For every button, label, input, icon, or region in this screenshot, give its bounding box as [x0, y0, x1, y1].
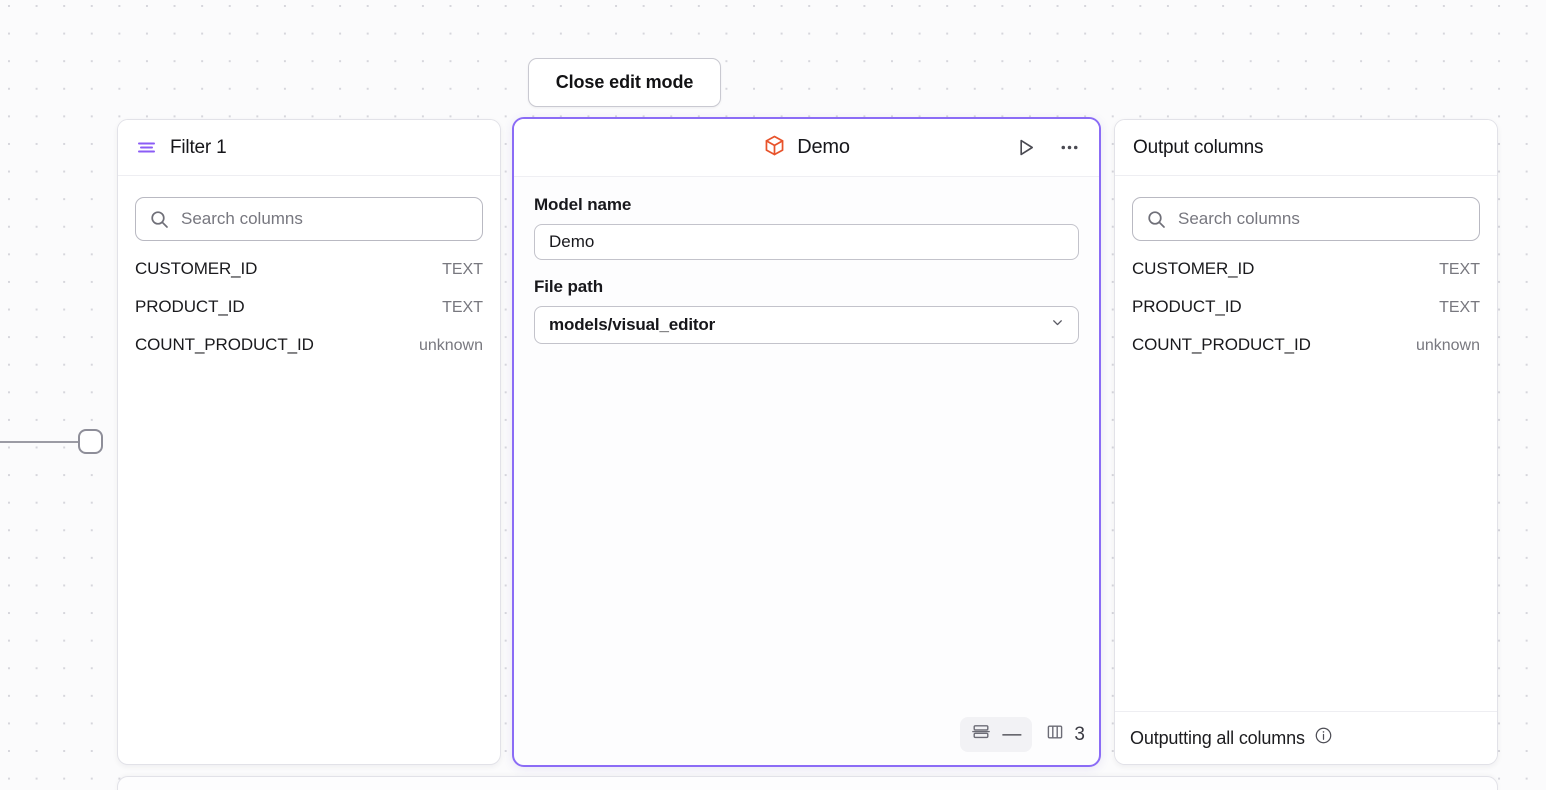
output-panel-footer: Outputting all columns: [1115, 711, 1497, 764]
output-panel-title: Output columns: [1133, 136, 1264, 158]
filter-search-input[interactable]: [181, 209, 468, 229]
filter-icon: [136, 137, 157, 158]
output-column-list: CUSTOMER_ID TEXT PRODUCT_ID TEXT COUNT_P…: [1115, 241, 1497, 373]
cube-icon: [763, 134, 786, 162]
output-columns-panel: Output columns CUSTOMER_ID TEXT PRODUCT_…: [1114, 119, 1498, 765]
model-panel: Demo Model name File path models/: [512, 117, 1101, 767]
filter-panel-title: Filter 1: [170, 136, 227, 158]
connector-handle[interactable]: [78, 429, 103, 454]
list-item[interactable]: CUSTOMER_ID TEXT: [135, 259, 483, 297]
column-type: TEXT: [1439, 299, 1480, 316]
search-icon: [150, 210, 169, 229]
chevron-down-icon: [1050, 315, 1065, 335]
column-type: TEXT: [1439, 261, 1480, 278]
column-name: CUSTOMER_ID: [135, 259, 258, 278]
file-path-value: models/visual_editor: [549, 315, 716, 334]
filter-panel: Filter 1 CUSTOMER_ID TEXT PRODUCT_ID TEX…: [117, 119, 501, 765]
output-panel-header: Output columns: [1115, 120, 1497, 176]
list-item[interactable]: PRODUCT_ID TEXT: [1132, 297, 1480, 335]
list-item[interactable]: COUNT_PRODUCT_ID unknown: [1132, 335, 1480, 373]
file-path-label: File path: [534, 277, 603, 296]
filter-search-box[interactable]: [135, 197, 483, 241]
list-item[interactable]: PRODUCT_ID TEXT: [135, 297, 483, 335]
file-path-select[interactable]: models/visual_editor: [534, 306, 1079, 344]
model-footer-toolbar: — 3: [960, 717, 1085, 752]
column-type: TEXT: [442, 261, 483, 278]
columns-icon: [1045, 722, 1065, 747]
output-search-box[interactable]: [1132, 197, 1480, 241]
filter-search-wrap: [118, 176, 500, 241]
column-name: PRODUCT_ID: [135, 297, 245, 316]
outputting-all-columns-label: Outputting all columns: [1130, 727, 1305, 748]
output-search-wrap: [1115, 176, 1497, 241]
filter-panel-header: Filter 1: [118, 120, 500, 176]
output-search-input[interactable]: [1178, 209, 1465, 229]
model-header-actions: [1012, 119, 1083, 176]
column-type: TEXT: [442, 299, 483, 316]
column-name: CUSTOMER_ID: [1132, 259, 1255, 278]
list-item[interactable]: COUNT_PRODUCT_ID unknown: [135, 335, 483, 373]
columns-value: 3: [1074, 723, 1085, 745]
info-icon[interactable]: [1314, 726, 1333, 750]
list-item[interactable]: CUSTOMER_ID TEXT: [1132, 259, 1480, 297]
connector-edge: [0, 441, 80, 443]
search-icon: [1147, 210, 1166, 229]
model-name-label: Model name: [534, 195, 632, 214]
model-panel-header: Demo: [514, 119, 1099, 177]
columns-indicator[interactable]: 3: [1045, 722, 1085, 747]
model-title-group: Demo: [763, 134, 850, 162]
run-button[interactable]: [1012, 134, 1039, 161]
rows-indicator[interactable]: —: [960, 717, 1033, 752]
model-name-input[interactable]: [549, 232, 1064, 252]
rows-icon: [971, 722, 991, 747]
model-panel-title: Demo: [797, 136, 850, 158]
close-edit-mode-button[interactable]: Close edit mode: [528, 58, 721, 107]
bottom-partial-card: [117, 776, 1498, 790]
column-name: COUNT_PRODUCT_ID: [1132, 335, 1311, 354]
column-type: unknown: [1415, 337, 1480, 354]
more-options-button[interactable]: [1056, 134, 1083, 161]
column-name: PRODUCT_ID: [1132, 297, 1242, 316]
column-name: COUNT_PRODUCT_ID: [135, 335, 314, 354]
rows-value: —: [1002, 723, 1022, 745]
model-name-field[interactable]: [534, 224, 1079, 260]
column-type: unknown: [418, 337, 483, 354]
filter-column-list: CUSTOMER_ID TEXT PRODUCT_ID TEXT COUNT_P…: [118, 241, 500, 373]
model-form: Model name File path models/visual_edito…: [514, 177, 1099, 344]
